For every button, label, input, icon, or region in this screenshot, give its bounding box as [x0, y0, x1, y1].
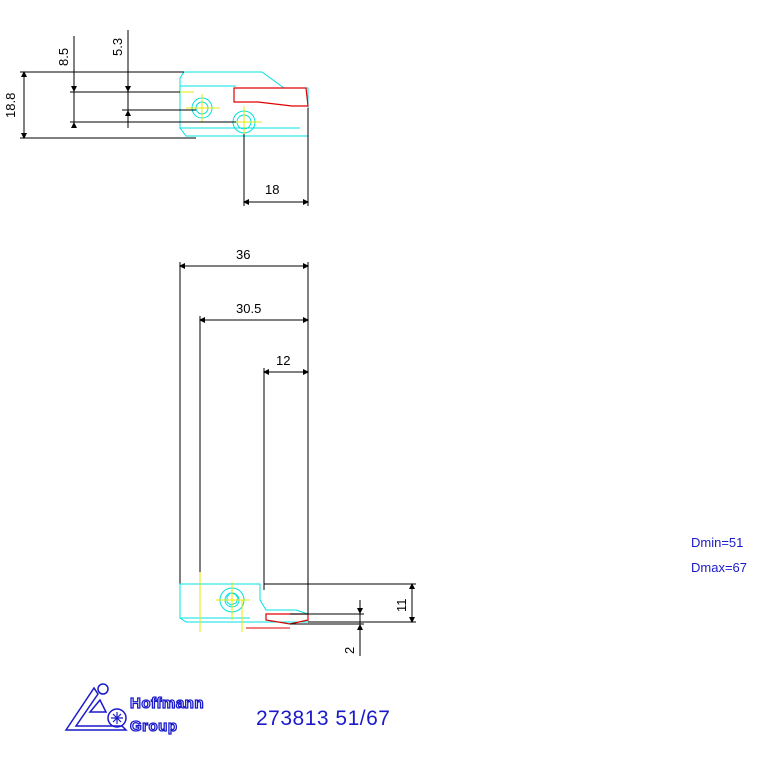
- note-dmin: Dmin=51: [691, 535, 744, 550]
- dim-36: 36: [236, 247, 250, 262]
- note-dmax: Dmax=67: [691, 560, 747, 575]
- top-insert: [233, 87, 309, 107]
- logo-gear-icon: [107, 708, 127, 728]
- top-view: 18.8 8.5 5.3 18: [3, 30, 309, 206]
- dim-30-5: 30.5: [236, 301, 261, 316]
- logo-triangle-icon: [64, 686, 128, 731]
- logo-text-group: Group: [130, 718, 178, 735]
- part-number: 273813 51/67: [256, 707, 391, 730]
- hoffmann-logo: Hoffmann Group: [64, 683, 204, 736]
- dim-12: 12: [276, 353, 290, 368]
- logo-text-hoffmann: Hoffmann: [130, 695, 204, 712]
- dim-18: 18: [265, 182, 279, 197]
- dim-8-5: 8.5: [56, 48, 71, 66]
- dim-11: 11: [394, 599, 409, 613]
- dim-2: 2: [342, 647, 357, 654]
- front-view: 36 30.5 12 11 2: [179, 247, 416, 656]
- dim-18-8: 18.8: [3, 93, 18, 118]
- dim-5-3: 5.3: [110, 38, 125, 56]
